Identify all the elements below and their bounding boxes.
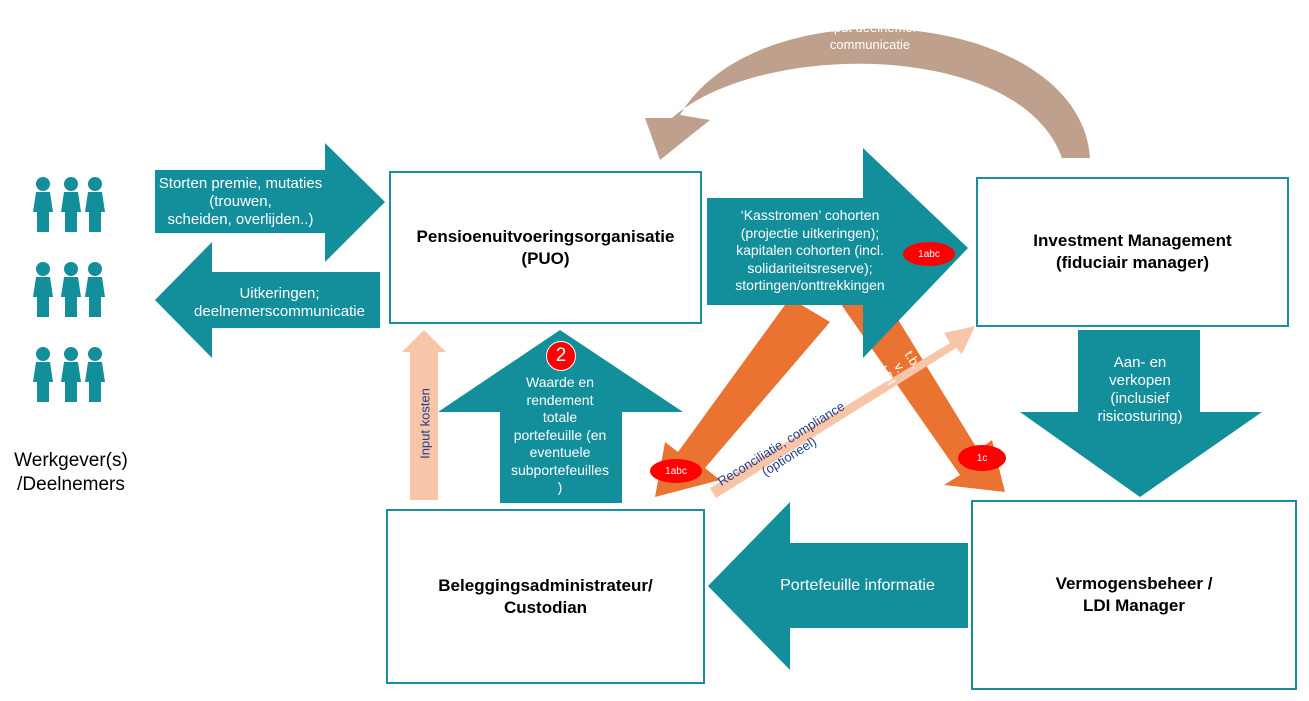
vb-line-2: LDI Manager [1082, 596, 1186, 615]
portefeuille-info-text: Portefeuille informatie [780, 577, 935, 594]
kasstromen-arrow [707, 148, 968, 358]
input-kosten-label: Input kosten [418, 384, 433, 464]
kasstromen-line-3: kapitalen cohorten (incl. [736, 242, 884, 258]
puo-line-1: Pensioenuitvoeringsorganisatie [416, 226, 675, 246]
kasstromen-line-2: (projectie uitkeringen); [740, 224, 880, 241]
waarde-line-1: Waarde en [526, 374, 594, 390]
puo-line-2: (PUO) [521, 248, 570, 268]
aan-verkopen-line-3: (inclusief [1110, 390, 1170, 407]
aan-verkopen-arrow [1020, 330, 1262, 497]
storten-line-3: scheiden, overlijden..) [167, 211, 314, 228]
reconciliatie-arrow [710, 326, 975, 498]
uitkeringen-line-1: Uitkeringen; [239, 285, 320, 302]
werkgever-line-1: Werkgever(s) [14, 450, 128, 471]
waarde-arrow [438, 330, 683, 503]
storten-line-1: Storten premie, mutaties [158, 175, 323, 192]
storten-arrow [155, 143, 385, 262]
kasstromen-line-4: solidariteitsreserve); [747, 259, 873, 276]
uitkeringen-arrow [155, 242, 380, 358]
badge-1abc-top-text: 1abc [918, 248, 940, 260]
im-line-1: Investment Management [1033, 231, 1232, 250]
portefeuille-info-arrow [708, 502, 968, 670]
badge-1abc-left: 1abc [650, 459, 702, 483]
uitkeringen-line-2: deelnemerscommunicatie [194, 303, 365, 320]
werkgever-label: Werkgever(s) /Deelnemers [5, 449, 137, 497]
input-kosten-text: Input kosten [417, 388, 433, 459]
input-deelnemer-arrow [645, 28, 1090, 160]
waarde-label: Waarde en rendement totale portefeuille … [495, 374, 625, 497]
kasstromen-line-1: ‘Kasstromen’ cohorten [740, 207, 880, 223]
im-line-2: (fiduciair manager) [1055, 253, 1210, 272]
waarde-line-6: subportefeuilles [510, 461, 610, 478]
aan-verkopen-line-2: verkopen [1109, 372, 1171, 389]
waarde-line-5: eventuele [529, 444, 591, 460]
aan-verkopen-line-4: risicosturing) [1097, 408, 1183, 425]
storten-label: Storten premie, mutaties (trouwen, schei… [158, 175, 323, 229]
admin-line-2: Custodian [503, 597, 588, 617]
aan-verkopen-line-1: Aan- en [1113, 354, 1167, 371]
waarde-line-4: portefeuille (en [513, 426, 607, 443]
orange-arrow-to-admin [655, 298, 830, 497]
badge-1abc-left-text: 1abc [665, 465, 687, 477]
storten-line-2: (trouwen, [209, 193, 272, 210]
people-icon [33, 177, 105, 232]
uitkeringen-label: Uitkeringen; deelnemerscommunicatie [182, 285, 377, 321]
admin-line-1: Beleggingsadministrateur/ [438, 575, 653, 595]
badge-1c-text: 1c [976, 452, 988, 464]
badge-2-text: 2 [555, 345, 567, 366]
people-icons [33, 177, 105, 402]
vb-line-1: Vermogensbeheer / [1055, 574, 1213, 593]
badge-1c: 1c [958, 445, 1006, 471]
portefeuille-info-label: Portefeuille informatie [765, 577, 950, 595]
input-kosten-arrow [402, 330, 446, 500]
input-deelnemer-label: Input deelnemer communicatie [790, 19, 950, 53]
input-deelnemer-line-2: communicatie [829, 37, 911, 52]
im-box: Investment Management (fiduciair manager) [976, 177, 1289, 327]
badge-2: 2 [546, 341, 576, 371]
werkgever-line-2: /Deelnemers [17, 474, 125, 495]
puo-box: Pensioenuitvoeringsorganisatie(PUO) [389, 171, 702, 324]
kasstromen-line-5: stortingen/onttrekkingen [735, 277, 885, 293]
kasstromen-label: ‘Kasstromen’ cohorten (projectie uitkeri… [710, 207, 910, 295]
waarde-line-2: rendement [526, 391, 594, 408]
orange-arrow-to-vb [838, 290, 1005, 492]
waarde-line-3: totale [542, 409, 578, 425]
admin-box: Beleggingsadministrateur/Custodian [386, 509, 705, 684]
people-icon [33, 262, 105, 317]
vb-box: Vermogensbeheer / LDI Manager [971, 500, 1297, 690]
input-deelnemer-line-1: Input deelnemer [823, 20, 917, 35]
waarde-line-7: ) [557, 479, 563, 495]
aan-verkopen-label: Aan- en verkopen (inclusief risicosturin… [1080, 354, 1200, 426]
people-icon [33, 347, 105, 402]
badge-1abc-top: 1abc [903, 242, 955, 266]
